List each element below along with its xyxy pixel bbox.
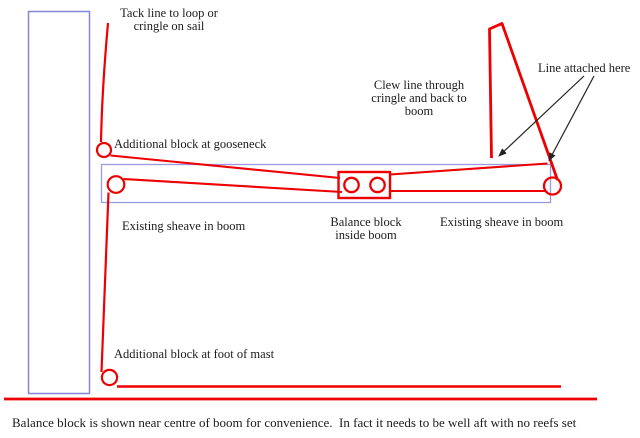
- existing-sheave-forward-label: Existing sheave in boom: [122, 219, 246, 233]
- aft-sheave-circle: [542, 176, 563, 196]
- gooseneck-block-label: Additional block at gooseneck: [114, 137, 267, 151]
- tack-line-label: Tack line to loop or cringle on sail: [120, 6, 218, 33]
- balance-block-sheave-right: [369, 176, 386, 194]
- forward-sheave-circle: [106, 175, 126, 194]
- gooseneck-block-circle: [95, 141, 113, 159]
- clew-line-label: Clew line through cringle and back to bo…: [371, 78, 467, 118]
- reef-line-lower: [123, 177, 343, 194]
- clew-line-to-attachment: [389, 162, 548, 176]
- foot-block-circle: [100, 368, 119, 387]
- existing-sheave-aft-label: Existing sheave in boom: [440, 215, 564, 229]
- mast-drop-line: [100, 192, 110, 373]
- sail-outline: [488, 22, 559, 181]
- reef-line-upper: [110, 154, 341, 180]
- line-attached-arrow-forward: [498, 75, 585, 157]
- balance-block-rect: [337, 170, 392, 200]
- line-attached-label: Line attached here: [538, 61, 631, 75]
- line-attached-arrow-aft: [548, 75, 595, 162]
- balance-block-sheave-left: [343, 176, 360, 194]
- mast: [27, 10, 91, 395]
- tack-line: [99, 22, 110, 143]
- diagram-caption: Balance block is shown near centre of bo…: [12, 415, 577, 430]
- boom: [100, 163, 552, 204]
- balance-block-label: Balance block inside boom: [330, 215, 402, 242]
- foot-block-label: Additional block at foot of mast: [114, 347, 275, 361]
